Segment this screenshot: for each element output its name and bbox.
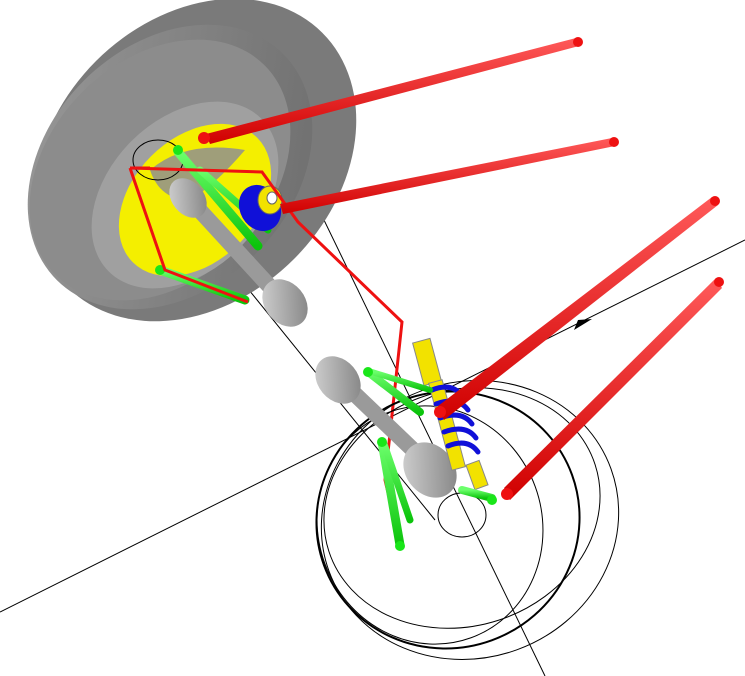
rod-end <box>609 137 619 147</box>
arm-joint <box>363 367 373 377</box>
control-arms-lower <box>363 367 497 551</box>
axis-arrow-head <box>574 319 592 330</box>
tie-rod <box>206 38 579 144</box>
rod-end <box>501 488 513 500</box>
rod-end <box>710 196 720 206</box>
lower-arm-outer <box>458 486 496 502</box>
hub-axle-lower <box>315 356 457 498</box>
hub-axle-upper <box>169 178 308 327</box>
diagonal-reference-line <box>0 239 745 613</box>
damper-body <box>412 337 442 387</box>
damper-rod-top <box>266 191 278 205</box>
wheel-outline-inner <box>316 405 544 645</box>
upper-arm-front <box>173 147 263 251</box>
arm-joint <box>155 265 165 275</box>
rod-end <box>198 132 210 144</box>
rod-end <box>714 277 724 287</box>
hub-disc-near <box>315 356 361 404</box>
spring-coil <box>441 426 479 441</box>
wheel-outline-rim <box>323 387 601 629</box>
tie-rod <box>280 138 615 214</box>
rod-end <box>573 37 583 47</box>
hub-disc-far <box>262 279 308 327</box>
arm-joint <box>395 541 405 551</box>
arm-joint <box>173 145 183 155</box>
upper-arm-lower-b <box>369 369 433 393</box>
lower-arm-rear <box>380 440 414 524</box>
spring-coil <box>445 440 481 455</box>
hub-disc-near <box>169 178 207 218</box>
arm-joint <box>487 495 497 505</box>
tie-rods-upper <box>198 37 619 214</box>
hub-circle <box>437 492 487 538</box>
upper-arm-lower <box>364 368 424 416</box>
tie-rod <box>504 278 722 500</box>
upright-frame-diag <box>128 167 249 304</box>
tie-rods-lower <box>434 196 724 500</box>
hub-disc-far <box>403 442 457 498</box>
rod-end <box>434 406 446 418</box>
tie-rod <box>438 197 718 420</box>
arm-joint <box>377 437 387 447</box>
damper-lower-mount <box>465 459 489 491</box>
lower-arm-front <box>377 437 405 550</box>
